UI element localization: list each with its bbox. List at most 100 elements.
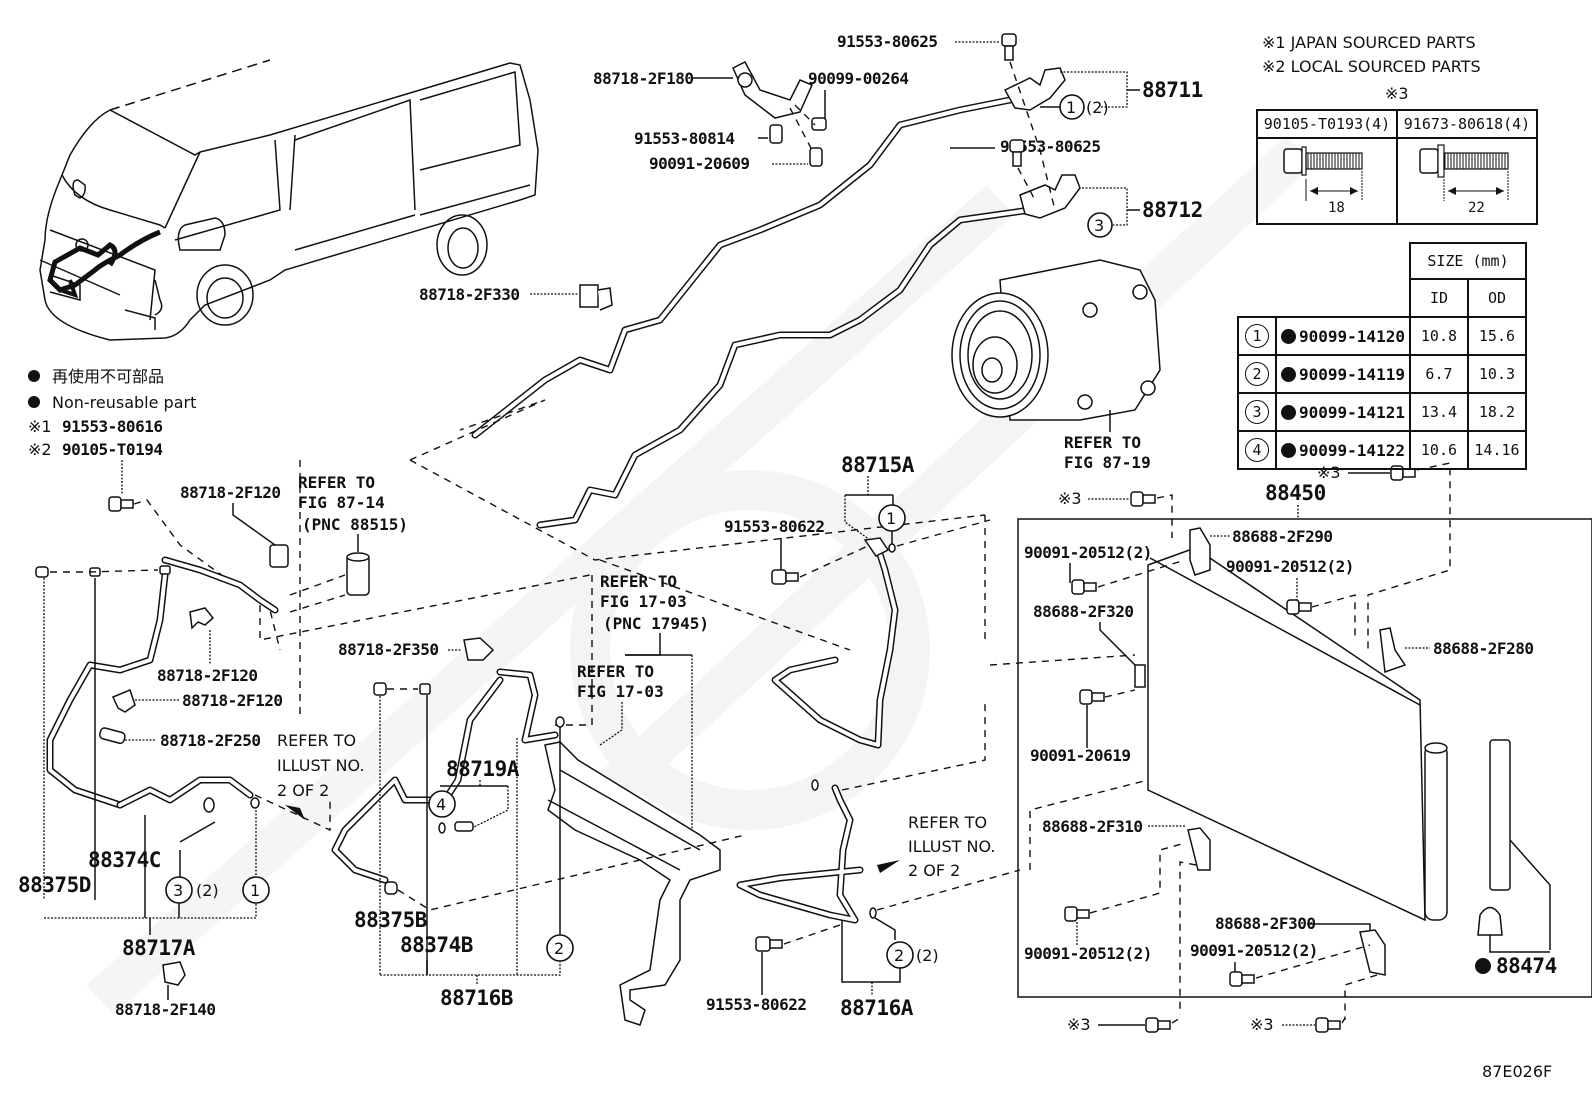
col-od-header: OD bbox=[1466, 278, 1527, 318]
legend-s2-mark: ※2 bbox=[28, 440, 52, 459]
refer-illust-left-line2: ILLUST NO. bbox=[277, 756, 364, 775]
bolt-icon bbox=[755, 936, 783, 952]
label-88718-2F330: 88718-2F330 bbox=[419, 285, 519, 304]
oring-callout-4 bbox=[428, 790, 456, 818]
legend-non-reusable-jp: 再使用不可部品 bbox=[52, 367, 164, 386]
bolt-length-1: 18 bbox=[1328, 200, 1345, 216]
label-88712: 88712 bbox=[1142, 198, 1203, 222]
legend-s1-mark: ※1 bbox=[28, 417, 52, 436]
label-88688-2F310: 88688-2F310 bbox=[1042, 817, 1142, 836]
label-88718-2F120-mid: 88718-2F120 bbox=[157, 666, 257, 685]
clip-88718-2F120-mid-icon bbox=[189, 607, 215, 630]
oring-callout-2-center-num: 2 bbox=[554, 939, 564, 958]
oring-num: 3 bbox=[1245, 400, 1269, 424]
bolt-icon bbox=[1079, 689, 1105, 705]
s3-mark-a: ※3 bbox=[1058, 489, 1082, 508]
bolt-icon bbox=[1315, 1017, 1341, 1033]
bolt-icon bbox=[811, 117, 827, 131]
valve-core-icon bbox=[454, 821, 474, 832]
s3-mark-d: ※3 bbox=[1250, 1015, 1274, 1034]
clip-88718-2F330-icon bbox=[579, 284, 613, 311]
label-88374B: 88374B bbox=[400, 933, 473, 957]
clip-88718-2F120-low-icon bbox=[111, 689, 136, 713]
bolt-length-icon: 18 bbox=[1283, 146, 1363, 216]
oring-size-table: SIZE (mm) ID OD 1 90099-14120 10.8 15.6 … bbox=[1237, 242, 1527, 470]
bolt-table-header-2: 91673-80618(4) bbox=[1396, 109, 1538, 139]
label-91553-80625: 91553-80625 bbox=[837, 32, 937, 51]
oring-num: 1 bbox=[1245, 324, 1269, 348]
bracket-88688-2F310-icon bbox=[1187, 827, 1211, 871]
refer-illust-right-line2: ILLUST NO. bbox=[908, 837, 995, 856]
pipe-88374B bbox=[496, 668, 559, 744]
legend-s2-part: 90105-T0194 bbox=[62, 440, 162, 459]
oring-id: 10.6 bbox=[1408, 430, 1469, 470]
bolt-icon bbox=[1064, 906, 1090, 922]
refer-fig-87-19-line1: REFER TO bbox=[1064, 433, 1141, 452]
label-88719A: 88719A bbox=[446, 757, 520, 781]
non-reusable-bullet-icon bbox=[1281, 404, 1296, 420]
oring-od: 14.16 bbox=[1466, 430, 1527, 470]
arrow-icon bbox=[877, 860, 900, 873]
bolt-icon bbox=[1390, 465, 1416, 481]
bolt-icon bbox=[1009, 139, 1025, 167]
label-88718-2F120-top: 88718-2F120 bbox=[180, 483, 280, 502]
pipe-88374C bbox=[46, 556, 279, 809]
condenser-assembly-frame bbox=[1017, 518, 1592, 998]
bolt-length-2: 22 bbox=[1468, 200, 1485, 216]
label-91553-80622-lower: 91553-80622 bbox=[706, 995, 806, 1014]
oring-icon bbox=[203, 797, 215, 813]
oring-od: 15.6 bbox=[1466, 316, 1527, 356]
label-88688-2F320: 88688-2F320 bbox=[1033, 602, 1133, 621]
oring-callout-2-right-num: 2 bbox=[894, 946, 904, 965]
col-id-header: ID bbox=[1408, 278, 1469, 318]
label-88711: 88711 bbox=[1142, 78, 1203, 102]
bolt-icon bbox=[771, 569, 799, 585]
oring-callout-1-left-num: 1 bbox=[250, 881, 260, 900]
refer-fig-87-14-line3: (PNC 88515) bbox=[302, 515, 408, 534]
bolt-spec-table: 90105-T0193(4) 91673-80618(4) 18 bbox=[1256, 109, 1538, 225]
non-reusable-bullet-icon bbox=[28, 370, 40, 382]
expansion-valve-icon bbox=[346, 552, 370, 596]
label-oring-1-qty: (2) bbox=[1086, 98, 1109, 117]
bolt-icon bbox=[1286, 599, 1312, 615]
oring-row: 1 90099-14120 10.8 15.6 bbox=[1237, 316, 1527, 356]
size-header: SIZE (mm) bbox=[1408, 242, 1527, 280]
label-91553-80814: 91553-80814 bbox=[634, 129, 734, 148]
non-reusable-bullet-icon bbox=[1281, 442, 1296, 458]
cap-icon bbox=[373, 682, 387, 696]
label-88474: 88474 bbox=[1496, 954, 1557, 978]
pipe-88715A bbox=[771, 537, 899, 749]
cap-icon bbox=[35, 566, 49, 578]
refer-fig-17-03-upper-line2: FIG 17-03 bbox=[600, 592, 687, 611]
oring-row: 4 90099-14122 10.6 14.16 bbox=[1237, 430, 1527, 470]
refer-fig-87-19-line2: FIG 87-19 bbox=[1064, 453, 1151, 472]
label-91553-80625-lower: 91553-80625 bbox=[1000, 137, 1100, 156]
pipe-88716B-bracket bbox=[544, 741, 721, 1026]
label-90091-20609: 90091-20609 bbox=[649, 154, 749, 173]
non-reusable-bullet-icon bbox=[1281, 328, 1296, 344]
bolt-table-cell-2: 22 bbox=[1396, 137, 1538, 225]
label-88716B: 88716B bbox=[440, 986, 513, 1010]
label-88718-2F350: 88718-2F350 bbox=[338, 640, 438, 659]
refer-fig-17-03-upper-line3: (PNC 17945) bbox=[603, 614, 709, 633]
refer-fig-17-03-lower-line2: FIG 17-03 bbox=[577, 682, 664, 701]
oring-callout-4-num: 4 bbox=[436, 795, 446, 814]
oring-icon bbox=[250, 797, 260, 809]
non-reusable-bullet-icon bbox=[1281, 366, 1296, 382]
bolt-icon bbox=[1130, 491, 1156, 507]
pipe-88711 bbox=[471, 67, 1066, 439]
oring-icon bbox=[555, 716, 565, 728]
refer-fig-17-03-lower-line1: REFER TO bbox=[577, 662, 654, 681]
footnote-japan-sourced: ※1 JAPAN SOURCED PARTS bbox=[1262, 33, 1476, 52]
oring-od: 18.2 bbox=[1466, 392, 1527, 432]
refer-illust-right-line1: REFER TO bbox=[908, 813, 987, 832]
bolt-icon bbox=[1071, 579, 1097, 595]
ac-compressor bbox=[951, 259, 1161, 421]
s3-mark-c: ※3 bbox=[1067, 1015, 1091, 1034]
cap-icon bbox=[159, 565, 171, 575]
watermark bbox=[86, 135, 1314, 1015]
pipe-88712 bbox=[536, 174, 1081, 529]
label-88718-2F120-low: 88718-2F120 bbox=[182, 691, 282, 710]
oring-callout-1-num: 1 bbox=[1066, 98, 1076, 117]
